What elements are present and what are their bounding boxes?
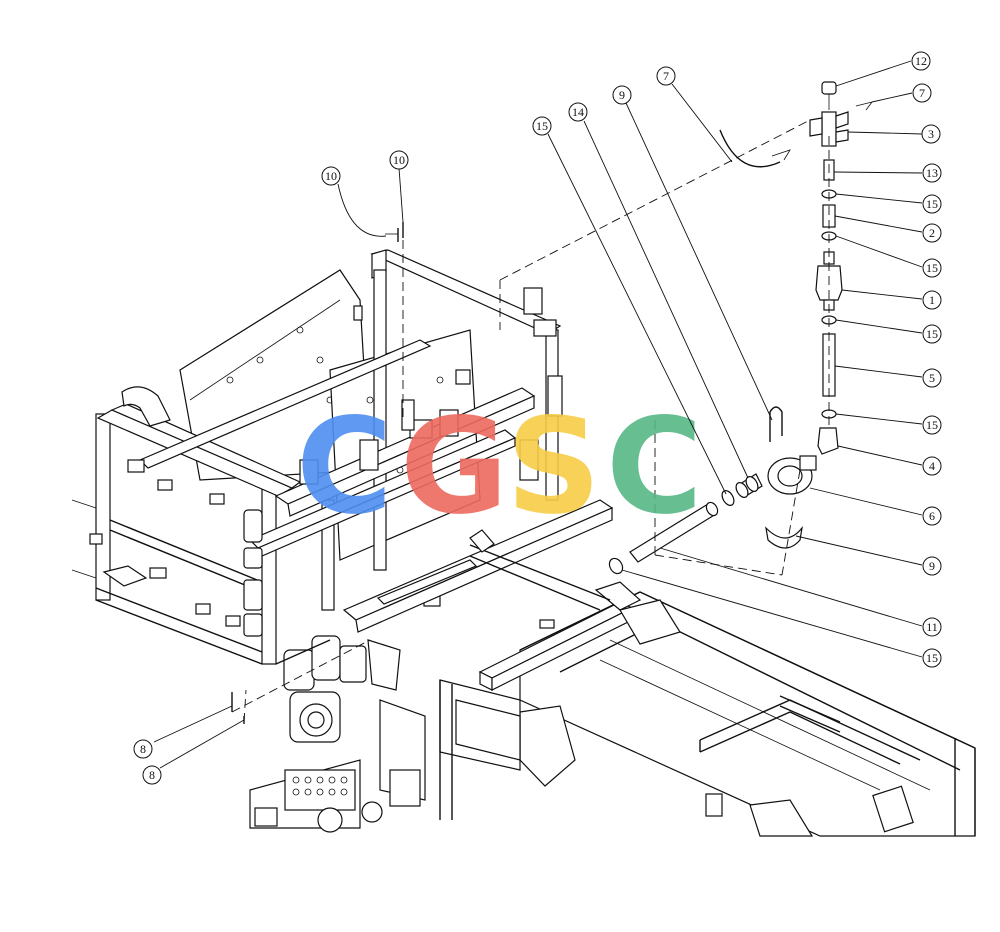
svg-text:15: 15 bbox=[926, 418, 938, 432]
callout-1: 1 bbox=[922, 290, 942, 310]
callout-14: 14 bbox=[568, 102, 588, 122]
svg-text:6: 6 bbox=[929, 509, 935, 523]
callout-11: 11 bbox=[922, 617, 942, 637]
valve-stack bbox=[765, 81, 849, 576]
callout-2: 2 bbox=[922, 223, 942, 243]
watermark-logo: C G S C bbox=[296, 390, 703, 544]
callout-10-right: 10 bbox=[389, 150, 409, 170]
svg-text:1: 1 bbox=[929, 293, 935, 307]
svg-text:8: 8 bbox=[140, 742, 146, 756]
callout-7-top: 7 bbox=[912, 83, 932, 103]
watermark-letter-g: G bbox=[400, 390, 508, 544]
chassis-bed bbox=[519, 591, 976, 837]
callout-7-mid: 7 bbox=[656, 66, 676, 86]
svg-text:13: 13 bbox=[926, 166, 938, 180]
watermark-letter-c2: C bbox=[606, 390, 703, 544]
svg-text:9: 9 bbox=[929, 559, 935, 573]
drive-assembly bbox=[249, 635, 421, 833]
grid-holes bbox=[292, 776, 348, 796]
svg-text:4: 4 bbox=[929, 459, 935, 473]
callout-bubbles: 12 7 3 13 15 2 15 1 15 5 15 4 6 9 11 15 … bbox=[133, 51, 942, 785]
hoses-and-screws bbox=[231, 101, 873, 724]
front-beams bbox=[342, 499, 681, 691]
callout-15-a: 15 bbox=[922, 194, 942, 214]
callout-9-right: 9 bbox=[922, 556, 942, 576]
callout-8-upper: 8 bbox=[133, 739, 153, 759]
svg-text:14: 14 bbox=[572, 105, 584, 119]
callout-3: 3 bbox=[921, 124, 941, 144]
callout-15-e: 15 bbox=[922, 648, 942, 668]
center-parts bbox=[469, 406, 783, 576]
callout-8-lower: 8 bbox=[142, 765, 162, 785]
svg-text:12: 12 bbox=[915, 54, 927, 68]
callout-15-d: 15 bbox=[922, 415, 942, 435]
svg-text:7: 7 bbox=[919, 86, 925, 100]
main-frame bbox=[71, 249, 563, 665]
svg-text:8: 8 bbox=[149, 768, 155, 782]
svg-text:3: 3 bbox=[928, 127, 934, 141]
svg-text:9: 9 bbox=[619, 88, 625, 102]
svg-text:15: 15 bbox=[926, 197, 938, 211]
callout-12: 12 bbox=[911, 51, 931, 71]
svg-text:11: 11 bbox=[926, 620, 938, 634]
svg-text:2: 2 bbox=[929, 226, 935, 240]
watermark-letter-s: S bbox=[506, 390, 601, 544]
svg-text:15: 15 bbox=[926, 261, 938, 275]
callout-10-left: 10 bbox=[321, 166, 341, 186]
svg-text:15: 15 bbox=[536, 119, 548, 133]
svg-text:10: 10 bbox=[325, 169, 337, 183]
callout-15-c: 15 bbox=[922, 324, 942, 344]
svg-text:7: 7 bbox=[663, 69, 669, 83]
callout-15-top: 15 bbox=[532, 116, 552, 136]
watermark-letter-c1: C bbox=[296, 390, 393, 544]
callout-5: 5 bbox=[922, 368, 942, 388]
leader-lines bbox=[153, 60, 923, 769]
svg-text:5: 5 bbox=[929, 371, 935, 385]
callout-13: 13 bbox=[922, 163, 942, 183]
callout-15-b: 15 bbox=[922, 258, 942, 278]
callout-4: 4 bbox=[922, 456, 942, 476]
callout-9-top: 9 bbox=[612, 85, 632, 105]
svg-text:15: 15 bbox=[926, 327, 938, 341]
svg-text:15: 15 bbox=[926, 651, 938, 665]
callout-6: 6 bbox=[922, 506, 942, 526]
svg-text:10: 10 bbox=[393, 153, 405, 167]
